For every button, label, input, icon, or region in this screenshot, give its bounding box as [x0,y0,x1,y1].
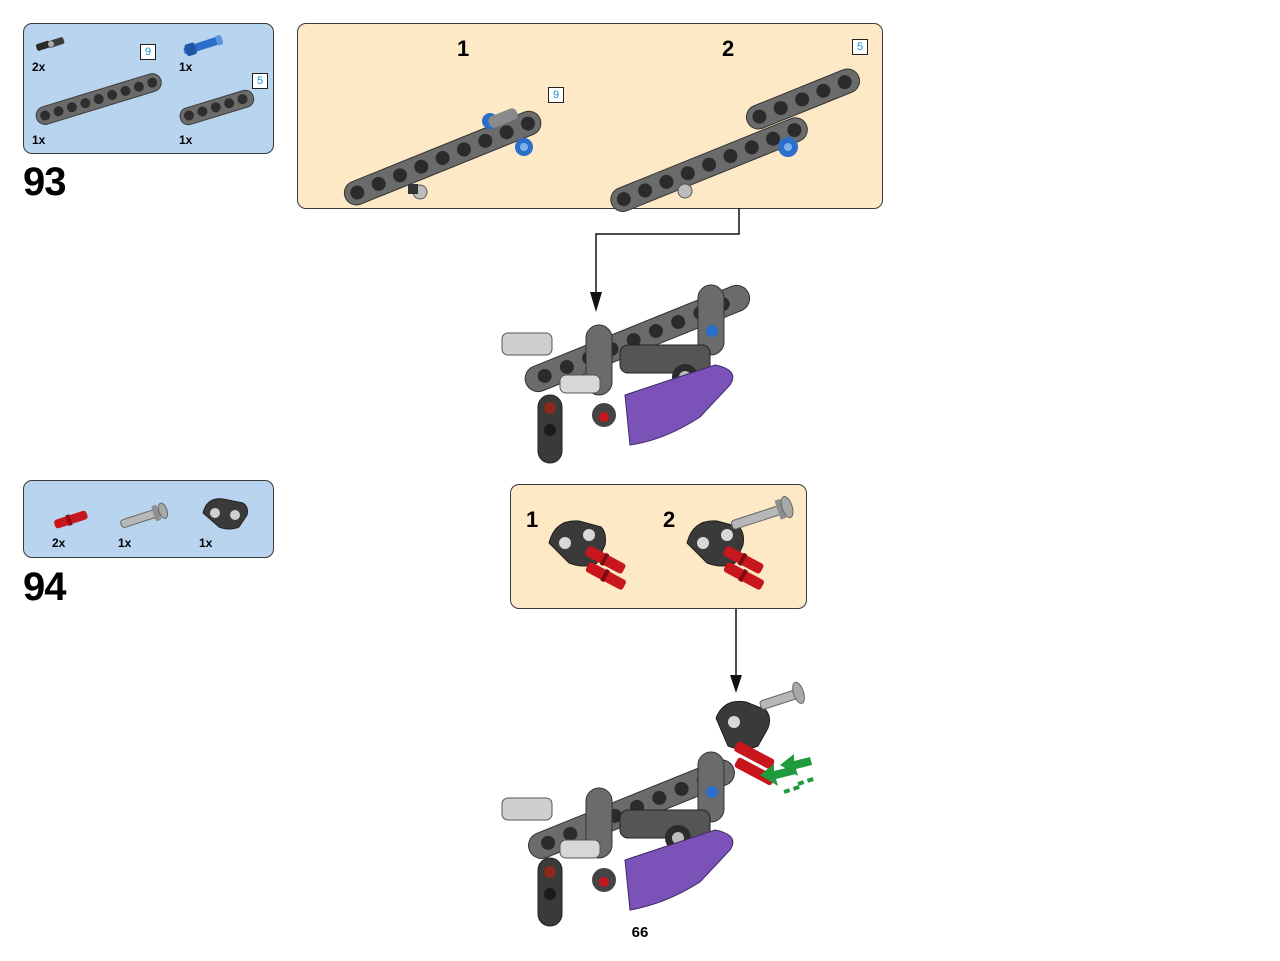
beam-9-icon [35,73,162,125]
assembly-arrow [730,609,742,693]
substep-number: 1 [457,36,470,61]
step93-model-illustration [501,284,751,464]
substep1-connector-illustration [548,520,626,590]
step94-parts-box: 2x 1x 1x [23,480,274,558]
part-qty: 1x [179,60,193,74]
step-number: 93 [23,160,66,204]
part-qty: 1x [32,133,46,147]
substep2-beam-illustration [610,68,861,212]
blue-axle-pin-icon [183,34,224,57]
step94-subassembly-box: 1 2 [510,484,807,609]
substep1-beam-illustration [343,108,542,206]
part-qty: 1x [199,536,213,550]
part-qty: 2x [52,536,66,550]
step93-subassembly-box: 1 2 9 5 [297,23,883,212]
step-number: 94 [23,565,66,609]
grey-pin-icon [120,502,169,528]
page-number: 66 [631,924,649,941]
assembly-arrow [590,208,740,312]
part-qty: 1x [179,133,193,147]
length-tag: 9 [548,87,564,103]
length-tag: 9 [140,44,156,60]
connector-icon [202,498,248,530]
substep-number: 1 [526,507,539,532]
step93-parts-box: 2x 1x 9 1x 5 1x [23,23,274,154]
part-qty: 2x [32,60,46,74]
substep-number: 2 [663,507,676,532]
step94-model-illustration [501,681,817,927]
red-axle-pin-icon [54,510,88,529]
part-qty: 1x [118,536,132,550]
substep2-connector-illustration [686,495,794,590]
length-tag: 5 [852,39,868,55]
beam-5-icon [179,89,255,126]
axle-pin-black-icon [35,37,65,51]
substep-number: 2 [722,36,735,61]
length-tag: 5 [252,73,268,89]
